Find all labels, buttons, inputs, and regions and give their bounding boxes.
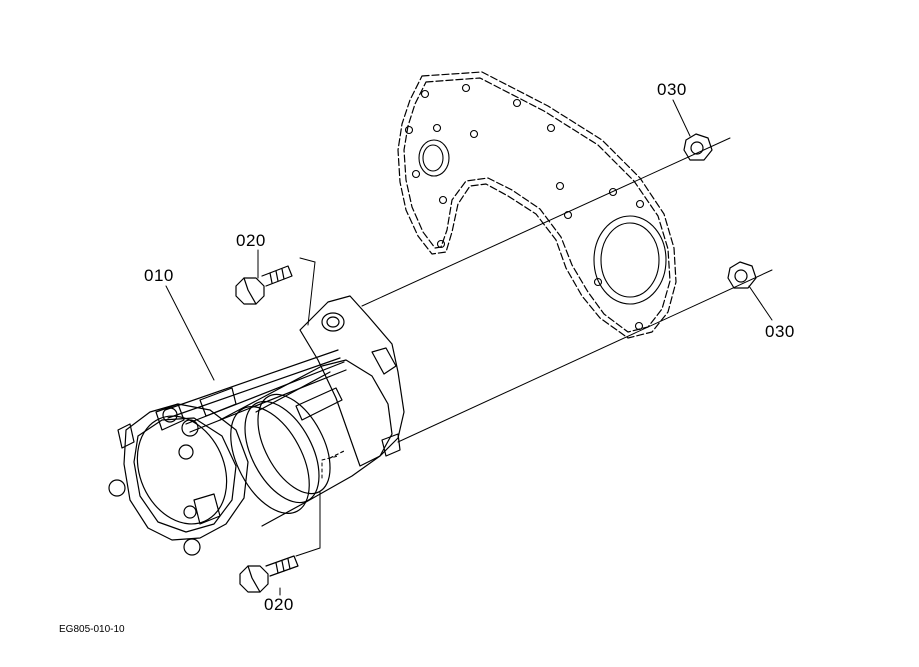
label-030-lower: 030	[765, 322, 795, 341]
bolt-lower	[239, 555, 299, 593]
nut-upper	[683, 133, 713, 161]
nut-lower	[727, 261, 757, 289]
bolt-upper	[235, 265, 293, 305]
plate-holes	[404, 83, 667, 331]
starter-motor	[108, 295, 405, 556]
leader-lines	[165, 99, 773, 596]
assembly-lines	[295, 137, 773, 557]
figure-code: EG805-010-10	[59, 624, 125, 635]
label-020-upper: 020	[236, 231, 266, 250]
label-030-upper: 030	[657, 80, 687, 99]
label-020-lower: 020	[264, 595, 294, 614]
flywheel-housing-plate	[397, 71, 677, 339]
label-010: 010	[144, 266, 174, 285]
